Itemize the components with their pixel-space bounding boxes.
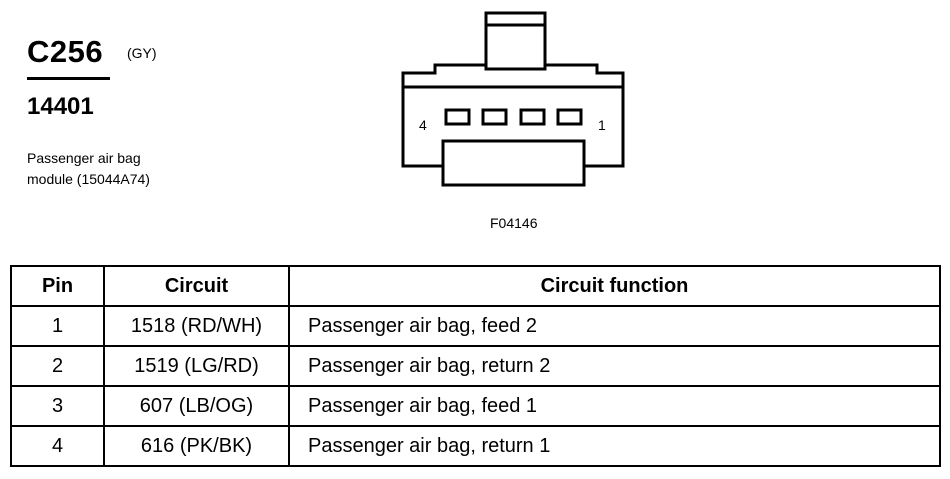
cell-circuit: 1519 (LG/RD) bbox=[103, 345, 290, 387]
header-pin: Pin bbox=[10, 265, 105, 307]
part-number: 14401 bbox=[27, 93, 94, 120]
cell-circuit: 616 (PK/BK) bbox=[103, 425, 290, 467]
header-circuit-function: Circuit function bbox=[288, 265, 941, 307]
cell-circuit: 1518 (RD/WH) bbox=[103, 305, 290, 347]
cell-circuit-function: Passenger air bag, feed 1 bbox=[288, 385, 941, 427]
cell-pin: 2 bbox=[10, 345, 105, 387]
pin-label-right: 1 bbox=[598, 117, 606, 133]
connector-color: (GY) bbox=[127, 45, 157, 61]
description-line-1: Passenger air bag bbox=[27, 150, 141, 166]
cell-circuit-function: Passenger air bag, return 1 bbox=[288, 425, 941, 467]
cell-circuit-function: Passenger air bag, feed 2 bbox=[288, 305, 941, 347]
pin-label-left: 4 bbox=[419, 117, 427, 133]
pin-table-header-row: Pin Circuit Circuit function bbox=[10, 265, 941, 307]
header-circuit: Circuit bbox=[103, 265, 290, 307]
table-row: 2 1519 (LG/RD) Passenger air bag, return… bbox=[10, 345, 941, 387]
connector-id-underline bbox=[27, 77, 110, 80]
table-row: 1 1518 (RD/WH) Passenger air bag, feed 2 bbox=[10, 305, 941, 347]
cell-circuit: 607 (LB/OG) bbox=[103, 385, 290, 427]
connector-lock-tab bbox=[441, 139, 586, 187]
cell-pin: 1 bbox=[10, 305, 105, 347]
pin-cavity-4 bbox=[444, 108, 471, 126]
connector-id: C256 bbox=[27, 34, 104, 69]
cell-pin: 4 bbox=[10, 425, 105, 467]
table-row: 3 607 (LB/OG) Passenger air bag, feed 1 bbox=[10, 385, 941, 427]
connector-face-diagram: 4 1 bbox=[401, 11, 625, 187]
cell-pin: 3 bbox=[10, 385, 105, 427]
connector-latch bbox=[484, 11, 547, 71]
cell-circuit-function: Passenger air bag, return 2 bbox=[288, 345, 941, 387]
connector-description: Passenger air bag module (15044A74) bbox=[27, 148, 150, 190]
figure-code: F04146 bbox=[490, 215, 538, 231]
table-row: 4 616 (PK/BK) Passenger air bag, return … bbox=[10, 425, 941, 467]
pin-cavity-1 bbox=[556, 108, 583, 126]
pin-table: Pin Circuit Circuit function 1 1518 (RD/… bbox=[10, 265, 941, 467]
pin-cavity-3 bbox=[481, 108, 508, 126]
pin-cavity-2 bbox=[519, 108, 546, 126]
description-line-2: module (15044A74) bbox=[27, 171, 150, 187]
